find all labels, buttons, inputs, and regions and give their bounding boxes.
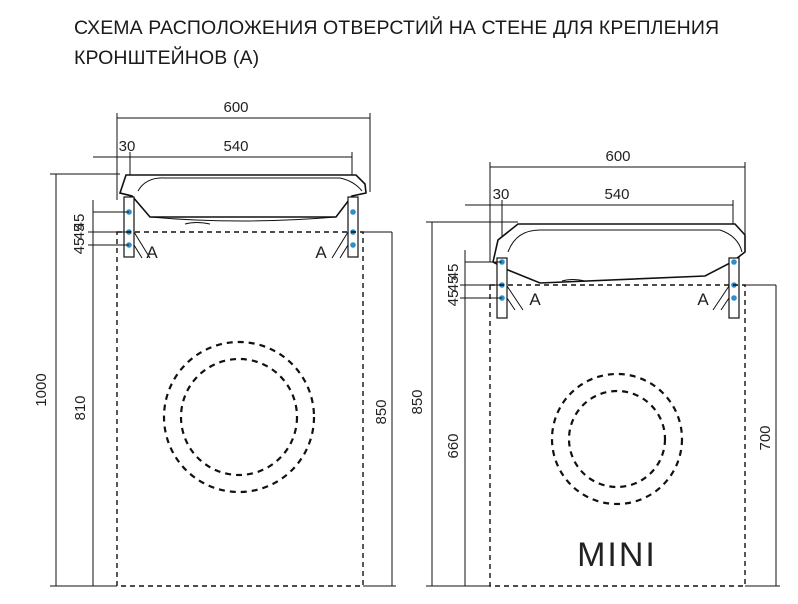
- left-bracket-a-label: A: [146, 243, 158, 262]
- left-width-total: 600: [223, 99, 248, 116]
- right-hole-4: [731, 259, 737, 265]
- right-bracket-b-label: A: [697, 290, 709, 309]
- left-height-total: 1000: [33, 373, 50, 406]
- page-title: СХЕМА РАСПОЛОЖЕНИЯ ОТВЕРСТИЙ НА СТЕНЕ ДЛ…: [74, 13, 719, 73]
- right-hole-6: [731, 295, 737, 301]
- left-door-outer: [162, 340, 316, 494]
- right-door-inner: [567, 389, 667, 489]
- right-height-right: 700: [757, 425, 774, 450]
- right-bracket-b: [728, 257, 740, 319]
- right-sink-outline: [492, 223, 746, 284]
- left-sink-outline: [118, 174, 367, 218]
- left-bracket-b: [347, 196, 359, 258]
- left-height-right: 850: [373, 399, 390, 424]
- right-bracket-a: [496, 257, 508, 319]
- right-vert-mid: 45: [445, 290, 462, 307]
- right-bracket-a-label: A: [529, 290, 541, 309]
- left-bracket-a: [123, 196, 135, 258]
- left-diagram: 600 30 540 A A 45 45 45: [33, 99, 396, 587]
- right-diagram: 600 30 540 A A 45 45 45: [409, 148, 780, 587]
- right-hole-spacing: 540: [604, 186, 629, 203]
- right-height-total: 850: [409, 389, 426, 414]
- left-hole-spacing: 540: [223, 138, 248, 155]
- left-height-mid: 810: [72, 395, 89, 420]
- title-line-2: КРОНШТЕЙНОВ (А): [74, 47, 260, 69]
- left-bracket-b-label: A: [315, 243, 327, 262]
- right-width-total: 600: [605, 148, 630, 165]
- right-vert-top: 45: [445, 264, 462, 281]
- model-label: MINI: [577, 536, 657, 574]
- right-offset: 30: [493, 186, 510, 203]
- left-vert-top: 45: [71, 214, 88, 231]
- left-hole-6: [350, 242, 356, 248]
- right-vert-low: 45: [445, 276, 462, 293]
- left-hole-4: [350, 209, 356, 215]
- left-vert-mid: 45: [71, 238, 88, 255]
- right-machine-outline: [489, 284, 746, 587]
- right-height-mid: 660: [445, 433, 462, 458]
- left-offset: 30: [119, 138, 136, 155]
- left-vert-low: 45: [71, 224, 88, 241]
- right-door-outer: [550, 372, 684, 506]
- left-machine-outline: [116, 231, 364, 587]
- left-door-inner: [179, 357, 299, 477]
- title-line-1: СХЕМА РАСПОЛОЖЕНИЯ ОТВЕРСТИЙ НА СТЕНЕ ДЛ…: [74, 17, 720, 39]
